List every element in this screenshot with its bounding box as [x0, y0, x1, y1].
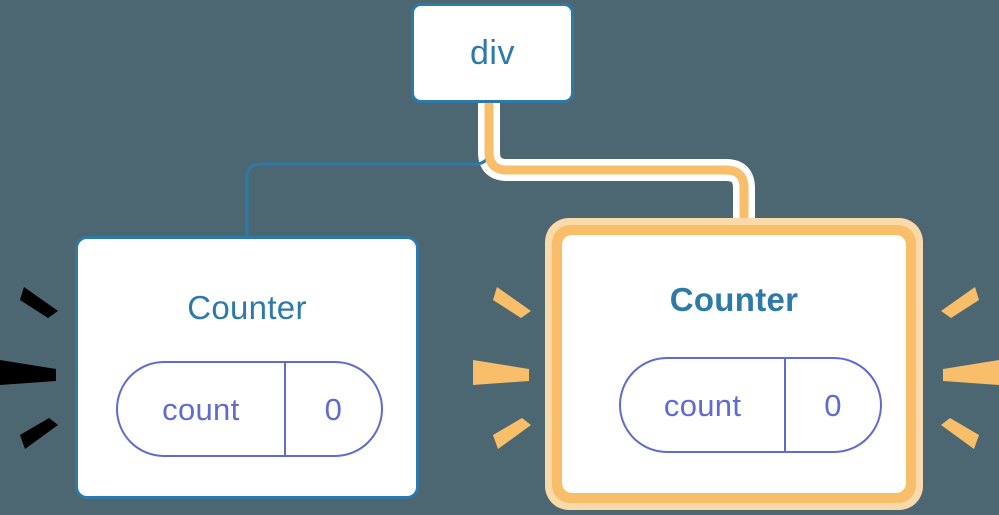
counter-right-highlight-ring: Counter count 0 [552, 225, 916, 503]
counter-right-highlight-frame: Counter count 0 [545, 218, 923, 510]
counter-left-state-pill: count 0 [116, 361, 383, 457]
ray-white-upper [20, 287, 58, 318]
right-counter-right-ray-group [941, 287, 999, 449]
ray-orange-right-middle [943, 360, 999, 385]
ray-orange-left-lower [493, 418, 531, 449]
node-div-label: div [470, 34, 515, 72]
node-counter-left[interactable]: Counter count 0 [75, 236, 419, 499]
counter-right-state-value: 0 [824, 387, 842, 423]
ray-orange-left-upper [493, 287, 531, 318]
counter-left-title: Counter [187, 289, 307, 326]
counter-right-state-pill: count 0 [619, 357, 882, 453]
right-counter-left-ray-group [473, 287, 531, 449]
ray-orange-right-upper [941, 287, 979, 318]
counter-right-title: Counter [669, 281, 799, 318]
counter-left-body: Counter count 0 [78, 239, 416, 496]
counter-right-state-key: count [621, 359, 787, 451]
ray-orange-left-middle [473, 360, 529, 385]
ray-orange-right-lower [941, 418, 979, 449]
counter-left-state-value: 0 [324, 391, 343, 427]
counter-left-state-key: count [118, 363, 286, 455]
ray-white-lower [20, 418, 58, 449]
edge-root-to-right-counter [484, 103, 749, 232]
ray-white-middle [0, 360, 56, 385]
counter-right-body: Counter count 0 [562, 235, 906, 493]
node-div[interactable]: div [411, 3, 574, 103]
left-counter-ray-group [0, 287, 58, 449]
node-counter-right[interactable]: Counter count 0 [562, 235, 906, 493]
